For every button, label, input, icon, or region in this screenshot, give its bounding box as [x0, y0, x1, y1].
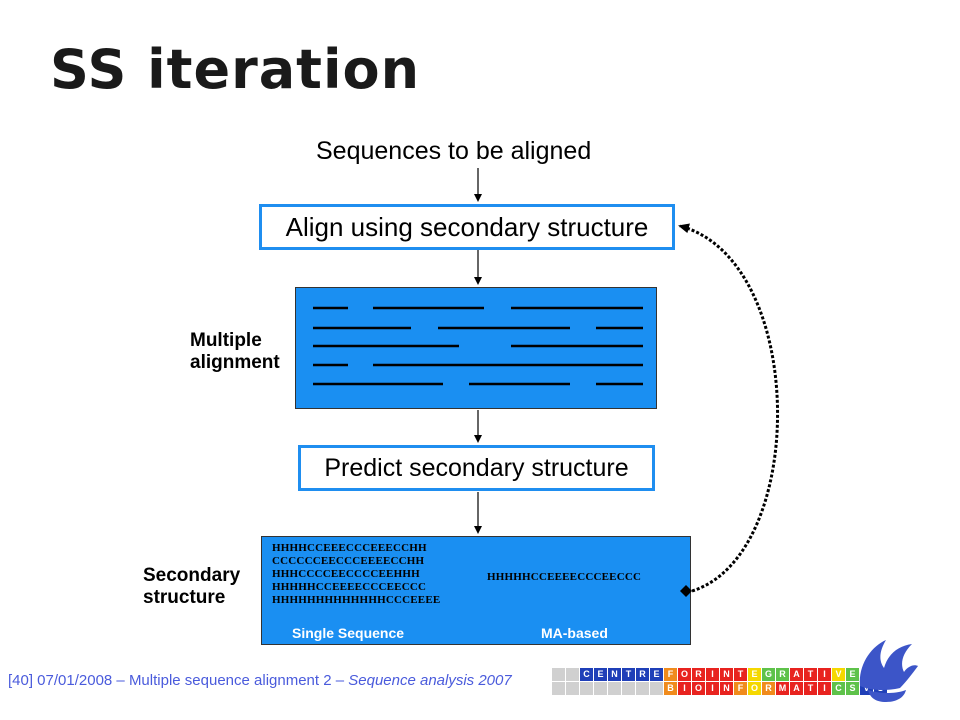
logo-cell: I [678, 682, 691, 695]
logo-row-2: BIOINFORMATICSVU [552, 682, 888, 696]
feedback-diamond [680, 585, 692, 597]
footer: [40] 07/01/2008 – Multiple sequence alig… [8, 670, 548, 691]
multiple-alignment-label: Multiple alignment [190, 330, 280, 374]
secondary-structure-label: Secondary structure [143, 565, 240, 609]
logo-cell: R [692, 668, 705, 681]
secondary-structure-line-1: Secondary [143, 565, 241, 586]
sequences-label: Sequences to be aligned [316, 137, 592, 165]
logo-cell [650, 682, 663, 695]
logo-cell: R [762, 682, 775, 695]
logo-cell: M [776, 682, 789, 695]
logo-cell: T [804, 668, 817, 681]
logo-cell: F [664, 668, 677, 681]
ss-line-4: HHHHHCCEEEECCCEECCC [272, 581, 427, 593]
alignment-bars [313, 306, 643, 386]
logo-cell: R [636, 668, 649, 681]
ss-line-3: HHHCCCCEECCCCEEHHH [272, 568, 420, 580]
logo-cell [552, 668, 565, 681]
logo-cell: E [650, 668, 663, 681]
secondary-structure-line-2: structure [143, 587, 226, 608]
logo-cell: F [734, 682, 747, 695]
align-box: Align using secondary structure [259, 204, 675, 250]
ss-line-5: HHHHHHHHHHHHHCCCEEEE [272, 594, 441, 606]
multiple-alignment-line-1: Multiple [190, 330, 262, 351]
logo-cell: E [748, 668, 761, 681]
logo-cell [566, 682, 579, 695]
multiple-alignment-panel [295, 287, 657, 409]
logo-cell [622, 682, 635, 695]
logo-cell: O [678, 668, 691, 681]
logo-cell: I [706, 668, 719, 681]
logo-cell: I [706, 682, 719, 695]
feedback-arrow [678, 223, 779, 593]
logo-cell: R [776, 668, 789, 681]
ma-based-label: MA-based [541, 625, 608, 641]
predict-box-label: Predict secondary structure [324, 454, 629, 482]
logo-cell [580, 682, 593, 695]
griffin-icon [859, 640, 918, 702]
multiple-alignment-line-2: alignment [190, 352, 280, 373]
logo-cell [636, 682, 649, 695]
logo-cell: E [594, 668, 607, 681]
slide-title: SS iteration [50, 38, 421, 101]
ss-line-2: CCCCCCEECCCEEEECCHH [272, 555, 425, 567]
logo-cell: C [832, 682, 845, 695]
logo-cell: I [818, 668, 831, 681]
ss-line-1: HHHHCCEEECCCEEECCHH [272, 542, 427, 554]
logo-cell: A [790, 682, 803, 695]
logo-cell: C [580, 668, 593, 681]
single-sequence-label: Single Sequence [292, 625, 405, 641]
logo-cell: T [622, 668, 635, 681]
logo-cell [552, 682, 565, 695]
logo-cell: S [846, 682, 859, 695]
footer-text: [40] 07/01/2008 – Multiple sequence alig… [8, 672, 349, 689]
ma-based-line: HHHHHCCEEEECCCEECCC [487, 571, 642, 583]
logo-cell: T [734, 668, 747, 681]
logo-cell [594, 682, 607, 695]
align-box-label: Align using secondary structure [285, 212, 649, 242]
logo-cell: N [608, 668, 621, 681]
logo-cell: B [664, 682, 677, 695]
logo-cell: T [804, 682, 817, 695]
logo-cell: O [748, 682, 761, 695]
logo-cell: I [818, 682, 831, 695]
logo-cell: E [846, 668, 859, 681]
secondary-structure-panel: HHHHCCEEECCCEEECCHH CCCCCCEECCCEEEECCHH … [261, 536, 691, 645]
logo-cell: O [692, 682, 705, 695]
logo-cell [608, 682, 621, 695]
footer-italic: Sequence analysis 2007 [348, 672, 512, 689]
logo-cell: V [832, 668, 845, 681]
logo-cell: N [720, 682, 733, 695]
logo-cell: A [790, 668, 803, 681]
predict-box: Predict secondary structure [298, 445, 655, 491]
logo-cell [566, 668, 579, 681]
logo-cell: N [720, 668, 733, 681]
logo-cell: G [762, 668, 775, 681]
